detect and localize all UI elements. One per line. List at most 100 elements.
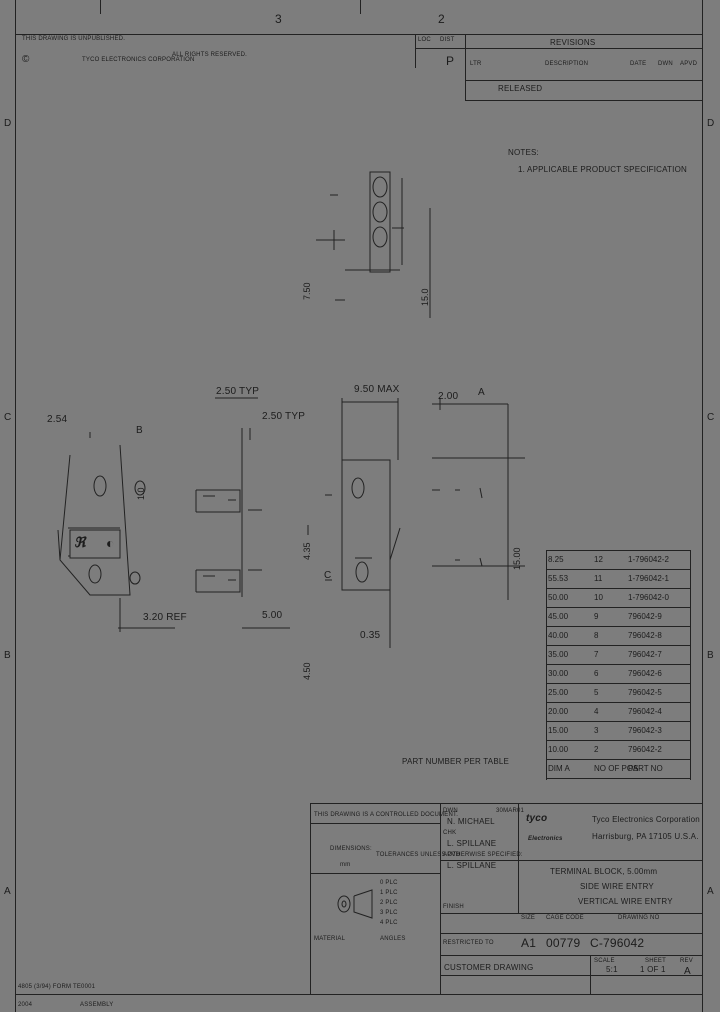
zone-right-a: A [707, 886, 714, 897]
tb-company: Tyco Electronics Corporation [592, 815, 700, 824]
zone-left-b: B [4, 650, 11, 661]
company-line: TYCO ELECTRONICS CORPORATION [82, 57, 195, 63]
table-cell-b: 6 [594, 669, 599, 678]
dim-2-00: 2.00 [438, 391, 459, 402]
tb-date: 30MAR01 [496, 808, 525, 814]
zone-tick [360, 0, 361, 14]
tb-tol-4: 4 PLC [380, 920, 398, 926]
tb-div2 [518, 803, 519, 913]
dim-0-35: 0.35 [360, 630, 381, 641]
tb-cage-label: CAGE CODE [546, 915, 584, 921]
tb-line [310, 873, 440, 874]
zone-right-b: B [707, 650, 714, 661]
tb-tol-3: 3 PLC [380, 910, 398, 916]
tb-line [440, 933, 703, 934]
tb-tol-1: 1 PLC [380, 890, 398, 896]
tyco-logo: tyco [526, 813, 548, 824]
table-right [690, 550, 691, 780]
dwn-label: DWN [658, 61, 673, 67]
tb-rev-label: REV [680, 958, 693, 964]
table-cell-c: 1-796042-0 [628, 593, 669, 602]
left-border [15, 0, 16, 1012]
tb-name-3: VERTICAL WIRE ENTRY [578, 897, 673, 906]
dist-value: P [446, 54, 455, 68]
table-cell-a: 25.00 [548, 688, 569, 697]
table-cell-c: PART NO [628, 764, 663, 773]
tb-apvd-label: APVD [443, 852, 461, 858]
table-cell-a: DIM A [548, 764, 570, 773]
tb-customer-drawing: CUSTOMER DRAWING [444, 963, 534, 972]
tb-chk-name: L. SPILLANE [447, 839, 497, 848]
side-view-body [341, 459, 391, 591]
tb-cage: 00779 [546, 936, 581, 950]
bottom-border [15, 994, 703, 995]
zone-tick [100, 0, 101, 14]
label-b: B [136, 425, 143, 436]
bottom-note-2: ASSEMBLY [80, 1002, 114, 1008]
tb-size-label: SIZE [521, 915, 536, 921]
table-cell-b: 3 [594, 726, 599, 735]
tb-material: MATERIAL [314, 936, 346, 942]
table-cell-c: 796042-7 [628, 650, 662, 659]
label-c: C [324, 570, 332, 581]
tb-drawing-number: C-796042 [590, 936, 645, 950]
table-cell-b: 8 [594, 631, 599, 640]
tb-top [310, 803, 703, 804]
rev-left [465, 34, 466, 100]
tb-line [440, 975, 703, 976]
tb-chk-label: CHK [443, 830, 457, 836]
table-cell-a: 40.00 [548, 631, 569, 640]
tb-finish: FINISH [443, 904, 464, 910]
unpublished-notice: THIS DRAWING IS UNPUBLISHED. [22, 36, 126, 42]
table-cell-b: 2 [594, 745, 599, 754]
tb-line [310, 823, 440, 824]
zone-right-c: C [707, 412, 715, 423]
zone-right-d: D [707, 118, 715, 129]
table-cell-b: 4 [594, 707, 599, 716]
tb-proprietary: THIS DRAWING IS A CONTROLLED DOCUMENT. [314, 812, 459, 818]
tb-div1 [440, 803, 441, 994]
table-cell-b: 12 [594, 555, 603, 564]
tb-restricted: RESTRICTED TO [443, 940, 494, 946]
tb-apvd-name: L. SPILLANE [447, 861, 497, 870]
copyright-symbol: © [22, 54, 30, 65]
table-cell-b: 5 [594, 688, 599, 697]
table-left [546, 550, 547, 780]
rev-row-line [465, 80, 703, 81]
released-text: RELEASED [498, 84, 543, 93]
table-cell-a: 30.00 [548, 669, 569, 678]
tb-name-2: SIDE WIRE ENTRY [580, 882, 654, 891]
table-cell-b: 7 [594, 650, 599, 659]
tb-angles: ANGLES [380, 936, 406, 942]
table-cell-a: 55.53 [548, 574, 569, 583]
table-cell-a: 20.00 [548, 707, 569, 716]
table-cell-c: 796042-6 [628, 669, 662, 678]
rights-line: ALL RIGHTS RESERVED. [172, 52, 248, 58]
tb-tolerances: TOLERANCES UNLESS OTHERWISE SPECIFIED: [376, 852, 523, 858]
top-view-body [369, 171, 391, 273]
tb-div3 [590, 955, 591, 994]
tb-line [440, 860, 703, 861]
csa-logo: ◐ [106, 535, 115, 551]
bottom-note-1: 2004 [18, 1002, 33, 1008]
table-cell-c: 796042-3 [628, 726, 662, 735]
tb-name-1: TERMINAL BLOCK, 5.00mm [550, 867, 658, 876]
table-cell-c: 796042-4 [628, 707, 662, 716]
revisions-title: REVISIONS [550, 38, 596, 47]
table-cell-c: 796042-2 [628, 745, 662, 754]
tb-dwn-label: DWN [443, 808, 458, 814]
tb-line [440, 955, 703, 956]
table-cell-c: 796042-9 [628, 612, 662, 621]
zone-left-d: D [4, 118, 12, 129]
table-row: 20.00 4 796042-4 [546, 702, 690, 721]
tb-line [440, 913, 703, 914]
dim-2-50-a: 2.50 TYP [216, 386, 260, 397]
tb-sheet-label: SHEET [645, 958, 667, 964]
